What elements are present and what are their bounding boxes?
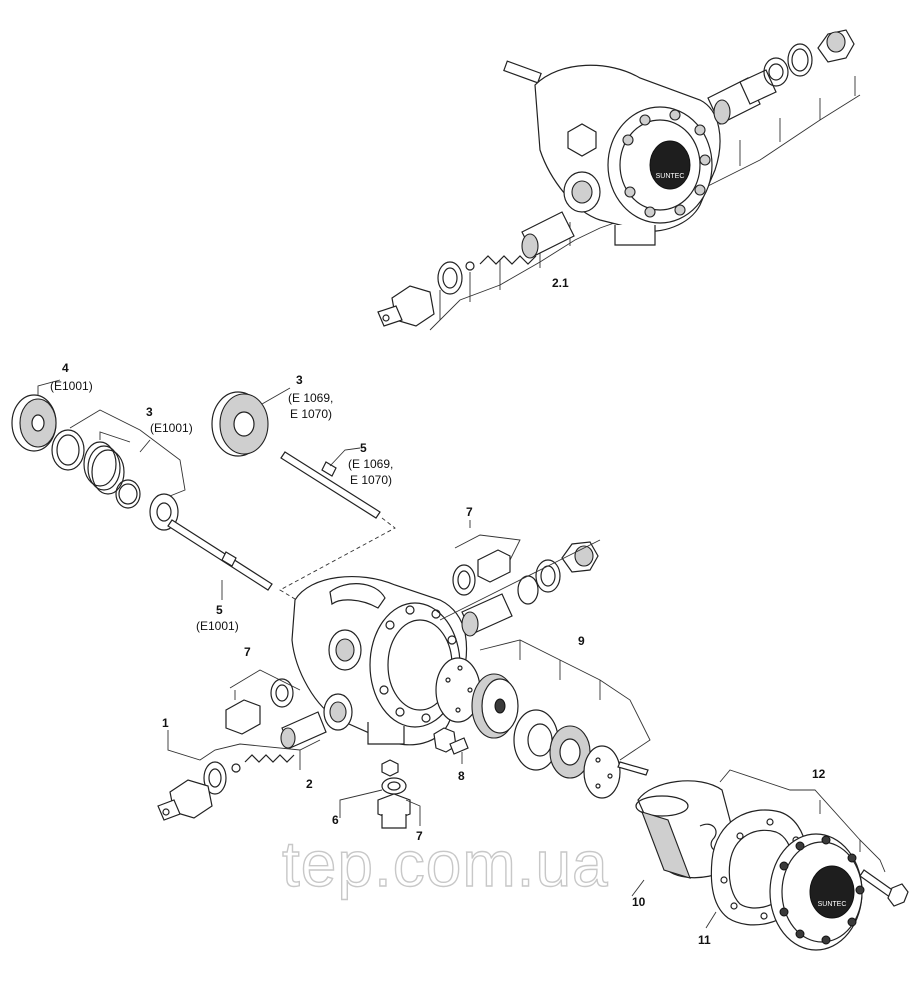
label-3-e1069-sub2: E 1070) — [290, 407, 332, 421]
label-5-e1001-sub: (E1001) — [196, 619, 239, 633]
label-1: 1 — [162, 716, 169, 730]
label-5-e1069-sub1: (E 1069, — [348, 457, 393, 471]
cover-group: 12 SUNTEC — [719, 767, 909, 951]
top-pump-assembly: SUNTEC 2.1 — [377, 29, 861, 331]
logo-text: SUNTEC — [656, 173, 685, 180]
suntec-logo-icon-cover — [809, 865, 855, 919]
label-4-sub: (E1001) — [50, 379, 93, 393]
cover-logo-text: SUNTEC — [818, 901, 847, 908]
suntec-logo-icon — [649, 140, 691, 190]
label-5-e1069-sub2: E 1070) — [350, 473, 392, 487]
label-2: 2 — [306, 777, 313, 791]
label-7-left: 7 — [244, 645, 251, 659]
seal-kit-group: 4 (E1001) 3 (E1001) 3 (E 1069, E 1070) 5… — [11, 361, 396, 633]
label-12: 12 — [812, 767, 826, 781]
label-3-e1001-sub: (E1001) — [150, 421, 193, 435]
label-3-e1001: 3 — [146, 405, 153, 419]
label-5-e1069: 5 — [360, 441, 367, 455]
label-3-e1069: 3 — [296, 373, 303, 387]
label-4: 4 — [62, 361, 69, 375]
watermark: tep.com.ua — [282, 828, 609, 900]
label-10: 10 — [632, 895, 646, 909]
label-5-e1001: 5 — [216, 603, 223, 617]
label-6: 6 — [332, 813, 339, 827]
label-7-bottom: 7 — [416, 829, 423, 843]
label-7-top: 7 — [466, 505, 473, 519]
gear-set-group: 9 — [435, 634, 651, 799]
label-2-1: 2.1 — [552, 276, 569, 290]
regulator-group: 7 1 2 — [157, 645, 327, 821]
label-11: 11 — [698, 933, 711, 947]
label-3-e1069-sub1: (E 1069, — [288, 391, 333, 405]
label-8: 8 — [458, 769, 465, 783]
main-pump-body — [291, 575, 468, 746]
label-9: 9 — [578, 634, 585, 648]
plug-group: 6 7 8 — [332, 727, 469, 843]
pressure-valve-group: 7 — [439, 505, 601, 637]
